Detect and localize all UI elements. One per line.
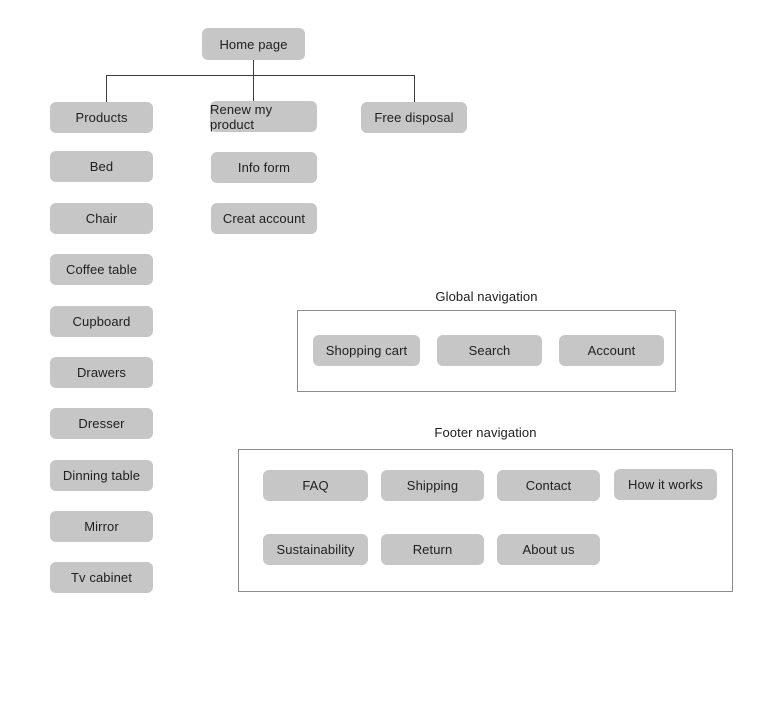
- node-search: Search: [437, 335, 542, 366]
- connector-free-disposal-drop: [414, 75, 415, 102]
- node-faq: FAQ: [263, 470, 368, 501]
- node-sustainability: Sustainability: [263, 534, 368, 565]
- node-free-disposal: Free disposal: [361, 102, 467, 133]
- node-home-page: Home page: [202, 28, 305, 60]
- node-coffee-table: Coffee table: [50, 254, 153, 285]
- connector-renew-drop: [253, 75, 254, 101]
- connector-horizontal: [106, 75, 415, 76]
- global-navigation-title: Global navigation: [435, 289, 538, 304]
- node-account: Account: [559, 335, 664, 366]
- node-shopping-cart: Shopping cart: [313, 335, 420, 366]
- connector-home-stem: [253, 60, 254, 76]
- node-creat-account: Creat account: [211, 203, 317, 234]
- node-how-it-works: How it works: [614, 469, 717, 500]
- node-drawers: Drawers: [50, 357, 153, 388]
- node-chair: Chair: [50, 203, 153, 234]
- node-mirror: Mirror: [50, 511, 153, 542]
- node-renew-my-product: Renew my product: [210, 101, 317, 132]
- node-contact: Contact: [497, 470, 600, 501]
- node-about-us: About us: [497, 534, 600, 565]
- footer-navigation-title: Footer navigation: [434, 425, 537, 440]
- node-dresser: Dresser: [50, 408, 153, 439]
- node-return: Return: [381, 534, 484, 565]
- node-products: Products: [50, 102, 153, 133]
- node-bed: Bed: [50, 151, 153, 182]
- connector-products-drop: [106, 75, 107, 102]
- node-info-form: Info form: [211, 152, 317, 183]
- node-shipping: Shipping: [381, 470, 484, 501]
- node-cupboard: Cupboard: [50, 306, 153, 337]
- node-tv-cabinet: Tv cabinet: [50, 562, 153, 593]
- node-dinning-table: Dinning table: [50, 460, 153, 491]
